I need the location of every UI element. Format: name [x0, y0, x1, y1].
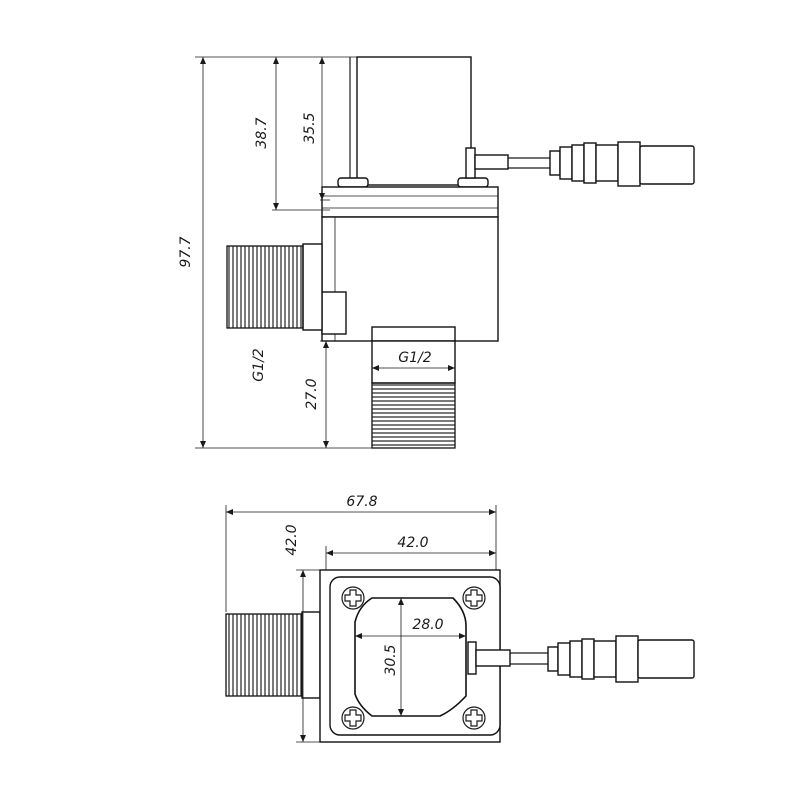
screw-bottom-left: [341, 706, 365, 730]
screw-bottom-right: [462, 706, 486, 730]
inlet-fitting: [302, 243, 323, 331]
dim-upper-height: 38.7: [254, 117, 270, 148]
top-inlet-thread: [225, 613, 303, 697]
flange-plate: [321, 186, 499, 218]
top-connector-plug: [615, 635, 639, 683]
dim-window-height: 30.5: [383, 644, 399, 675]
cable-strain-relief: [549, 142, 619, 184]
inlet-thread-label: G1/2: [251, 348, 267, 381]
screw-top-left: [341, 586, 365, 610]
outlet-thread-label: G1/2: [398, 350, 431, 366]
inlet-thread: [226, 245, 304, 329]
side-view: 97.7 38.7 35.5 G1/2 27.0 G1/2: [178, 56, 695, 449]
sensor-cap: [356, 56, 472, 186]
dim-outlet-length: 27.0: [304, 378, 320, 409]
dim-window-width: 28.0: [412, 617, 443, 633]
dim-total-width: 67.8: [346, 494, 377, 510]
dim-body-height: 42.0: [284, 524, 300, 555]
dim-body-width: 42.0: [397, 535, 428, 551]
sensor-window: [354, 597, 467, 717]
connector-plug: [617, 141, 641, 187]
dim-cap-height: 35.5: [302, 112, 318, 143]
valve-body: [321, 216, 499, 342]
outlet-thread: [371, 382, 456, 449]
screw-top-right: [462, 586, 486, 610]
dim-total-height: 97.7: [178, 236, 194, 267]
outlet-nut: [371, 326, 456, 342]
top-cable-strain-relief: [547, 638, 617, 680]
top-view: 67.8 42.0 42.0 28.0 30.5: [225, 494, 695, 743]
